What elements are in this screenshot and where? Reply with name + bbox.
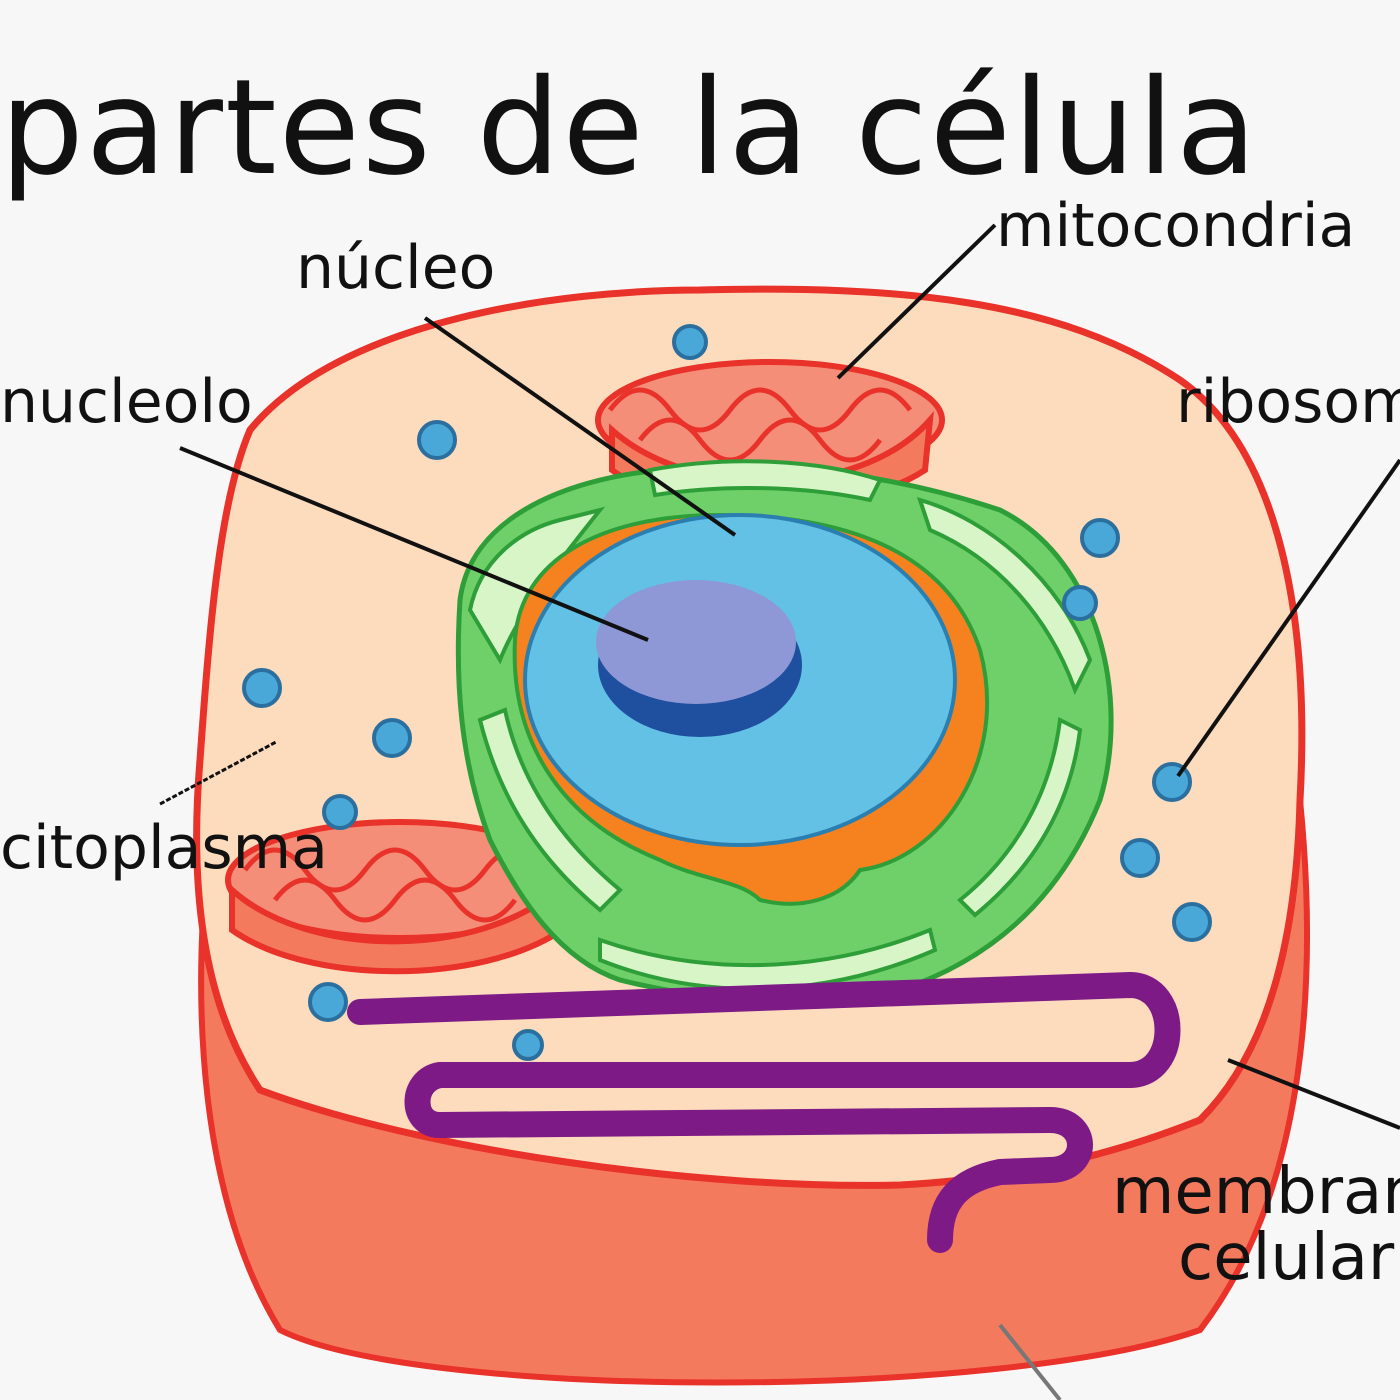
leader-line-nucleolo: [179, 446, 649, 642]
leader-line-membrana: [1227, 1058, 1400, 1130]
label-nucleo: núcleo: [296, 233, 496, 303]
label-membrana-line1: membrana: [1112, 1155, 1400, 1229]
diagram-title: partes de la célula: [0, 51, 1259, 205]
label-ribosoma: ribosoma: [1176, 367, 1400, 437]
label-nucleolo: nucleolo: [0, 367, 253, 437]
ribosomes: [242, 324, 1212, 1061]
label-citoplasma: citoplasma: [0, 813, 328, 883]
endoplasmic-reticulum: [347, 972, 1181, 1253]
nucleolus: [596, 580, 802, 737]
label-mitocondria: mitocondria: [996, 191, 1356, 261]
leader-line-bottom: [998, 1323, 1062, 1400]
leader-lines: [159, 223, 1400, 1400]
label-membrana-line2: celular: [1178, 1221, 1395, 1295]
leader-line-nucleo: [423, 316, 737, 537]
leader-line-mitocondria: [836, 223, 997, 380]
leader-line-citoplasma: [159, 740, 277, 806]
leader-line-ribosoma: [1176, 458, 1400, 778]
